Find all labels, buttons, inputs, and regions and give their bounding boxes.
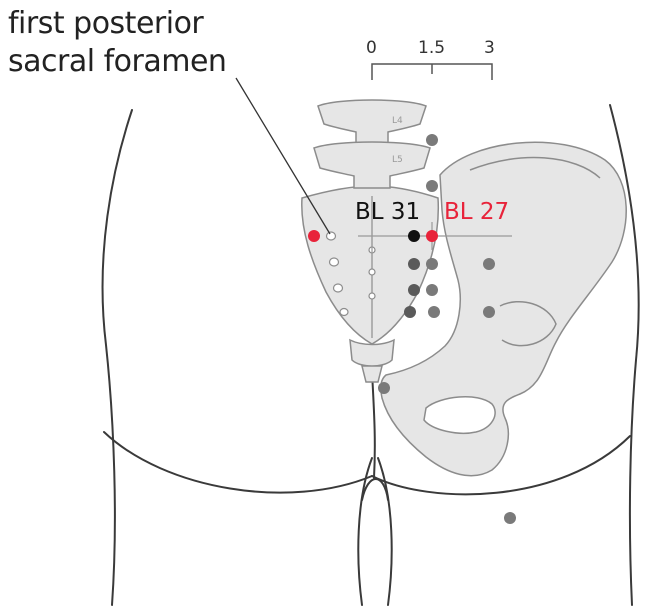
marker-lateral-2	[483, 306, 495, 318]
vertebra-l4-label: L4	[392, 116, 403, 126]
measurement-scale	[372, 64, 492, 80]
marker-sacral-2a	[408, 258, 420, 270]
marker-sacral-2b	[426, 258, 438, 270]
vertebra-l5	[314, 142, 430, 188]
marker-lateral-1	[483, 258, 495, 270]
foramen-left-1	[327, 232, 336, 240]
scale-tick-1-5: 1.5	[418, 38, 445, 58]
foramen-left-3	[334, 284, 343, 292]
marker-sacral-3b	[426, 284, 438, 296]
gluteal-cleft	[372, 372, 375, 478]
scale-tick-3: 3	[484, 38, 495, 58]
annotation-label-line1: first posterior	[8, 6, 203, 41]
foramen-left-4	[340, 309, 348, 316]
bl27-label: BL 27	[444, 199, 509, 225]
foramen-mid-3	[369, 293, 375, 299]
marker-sacral-4a	[404, 306, 416, 318]
scale-tick-0: 0	[366, 38, 377, 58]
marker-bl27	[426, 230, 438, 242]
marker-sacral-3a	[408, 284, 420, 296]
annotation-label-line2: sacral foramen	[8, 44, 226, 79]
marker-bl31	[408, 230, 420, 242]
obturator-foramen	[424, 397, 495, 433]
vertebra-l5-label: L5	[392, 155, 403, 165]
marker-red-left	[308, 230, 320, 242]
marker-sacral-4b	[428, 306, 440, 318]
left-flank-line	[103, 110, 132, 605]
left-buttock-crease	[104, 432, 372, 493]
vertebra-l4	[318, 100, 426, 144]
marker-thigh	[504, 512, 516, 524]
marker-coccyx	[378, 382, 390, 394]
foramen-mid-2	[369, 269, 375, 275]
foramen-left-2	[330, 258, 339, 266]
sacrum	[302, 100, 439, 382]
marker-l4-side	[426, 134, 438, 146]
bl31-label: BL 31	[355, 199, 420, 225]
marker-l5-side	[426, 180, 438, 192]
